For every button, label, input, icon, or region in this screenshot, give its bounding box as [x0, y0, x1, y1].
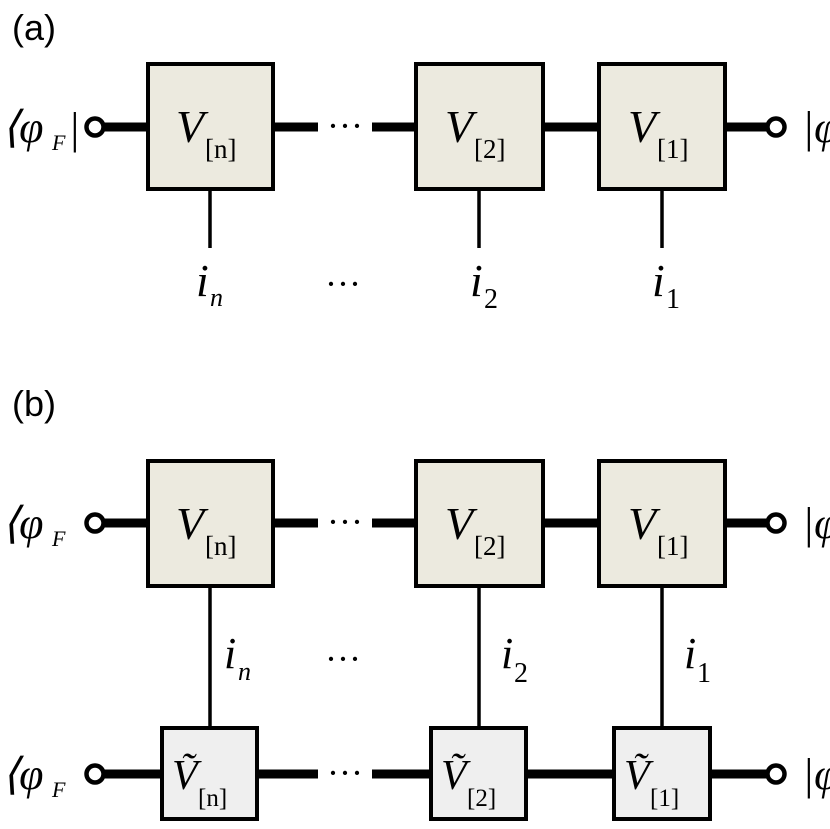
panel-b-legs: [208, 586, 664, 728]
panel-a-legs: [208, 189, 664, 248]
index-symbol: i: [224, 629, 236, 678]
panel-a-index-ellipsis: ···: [325, 264, 361, 304]
panel-b-bottom-bond-ellipsis: ···: [327, 753, 363, 793]
tensor-box: [160, 726, 259, 821]
tensor-symbol: Ṽ: [624, 753, 654, 799]
panel-b-top-tensor-1: V [1]: [597, 459, 727, 588]
panel-a-bra-bar: |: [68, 104, 80, 153]
tensor-box: [146, 459, 275, 588]
tensor-box: [414, 459, 545, 588]
tensor-index: [2]: [474, 134, 505, 164]
index-symbol: i: [470, 255, 483, 306]
index-symbol: i: [196, 255, 209, 306]
panel-b-bottom-bra-subscript: F: [51, 777, 66, 802]
panel-b-bottom-tensor-2: Ṽ [2]: [429, 726, 528, 821]
panel-b-bottom-right-terminal: [765, 763, 787, 785]
panel-a-index-n: i n: [196, 255, 223, 312]
panel-b-index-n: i n: [224, 629, 251, 686]
tensor-symbol: V: [628, 498, 661, 549]
panel-a-index-2: i 2: [470, 255, 498, 315]
tensor-symbol: V: [445, 101, 478, 152]
panel-b-index-2: i 2: [501, 629, 528, 689]
index-subscript: 1: [697, 658, 711, 689]
panel-b-bottom-left-terminal: [84, 763, 106, 785]
index-symbol: i: [652, 255, 665, 306]
panel-a-tensor-n: V [n]: [146, 62, 275, 191]
tensor-symbol: V: [176, 101, 209, 152]
tensor-index: [2]: [474, 531, 505, 561]
panel-b-top-left-terminal: [84, 512, 106, 534]
panel-a-tensor-1: V [1]: [597, 62, 727, 191]
panel-a-index-1: i 1: [652, 255, 680, 315]
tensor-box: [612, 726, 712, 821]
index-subscript: 2: [484, 284, 498, 315]
tensor-symbol: V: [628, 101, 661, 152]
index-subscript: n: [238, 657, 251, 686]
panel-b-top-bond-ellipsis: ···: [327, 502, 363, 542]
tensor-box: [597, 459, 727, 588]
tensor-index: [1]: [657, 134, 688, 164]
panel-b-bottom-ket: |φ: [802, 750, 830, 799]
panel-b-top-bra-subscript: F: [51, 526, 66, 551]
panel-b-label: (b): [12, 383, 56, 424]
panel-b-index-ellipsis: ···: [325, 639, 361, 679]
panel-b-bottom-bra: ⟨φ: [2, 750, 44, 799]
tensor-index: [1]: [657, 531, 688, 561]
tensor-box: [597, 62, 727, 191]
tensor-symbol: Ṽ: [441, 753, 471, 799]
panel-a-left-terminal: [84, 116, 106, 138]
panel-a-tensor-2: V [2]: [414, 62, 545, 191]
index-subscript: 2: [514, 658, 528, 689]
tensor-box: [146, 62, 275, 191]
tensor-box: [429, 726, 528, 821]
panel-b-top-bra: ⟨φ: [2, 499, 44, 548]
panel-b-top-ket: |φ: [802, 499, 830, 548]
index-subscript: n: [210, 283, 223, 312]
panel-a-label: (a): [12, 7, 56, 48]
tensor-index: [1]: [650, 785, 679, 812]
panel-b-top-right-terminal: [765, 512, 787, 534]
tensor-index: [n]: [205, 531, 236, 561]
index-subscript: 1: [666, 284, 680, 315]
index-symbol: i: [684, 629, 696, 678]
tensor-index: [n]: [205, 134, 236, 164]
panel-b-top-tensor-2: V [2]: [414, 459, 545, 588]
panel-b-top-tensor-n: V [n]: [146, 459, 275, 588]
tensor-index: [2]: [467, 785, 496, 812]
panel-a-right-terminal: [765, 116, 787, 138]
index-symbol: i: [501, 629, 513, 678]
tensor-symbol: V: [445, 498, 478, 549]
panel-a-bond-ellipsis: ···: [327, 106, 363, 146]
panel-b-bottom-tensor-1: Ṽ [1]: [612, 726, 712, 821]
panel-a-bra-subscript: F: [51, 130, 66, 155]
tensor-symbol: V: [176, 498, 209, 549]
tensor-symbol: Ṽ: [172, 753, 202, 799]
panel-a-ket: |φ: [802, 103, 830, 152]
tensor-index: [n]: [198, 785, 227, 812]
panel-b-index-1: i 1: [684, 629, 711, 689]
tensor-box: [414, 62, 545, 191]
panel-a-bra: ⟨φ: [2, 103, 44, 152]
panel-b-bottom-tensor-n: Ṽ [n]: [160, 726, 259, 821]
